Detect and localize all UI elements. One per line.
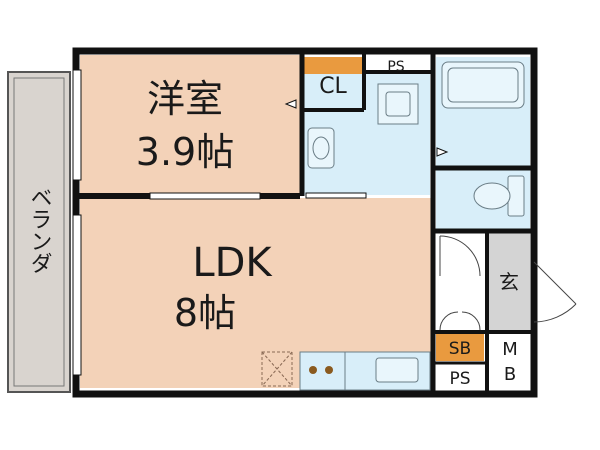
hall-area [436, 233, 486, 330]
entrance-area [488, 233, 530, 330]
entrance-label: 玄 [499, 270, 519, 294]
sliding-door-western [149, 192, 261, 200]
window-western [72, 69, 82, 181]
western-room-name: 洋室 [147, 77, 223, 121]
fridge-x-2 [261, 351, 293, 387]
ps-bottom-area [436, 364, 484, 390]
washer-space-icon [307, 127, 335, 169]
entrance-door-leaf [533, 261, 577, 305]
bathtub-inner-icon [447, 67, 519, 103]
ps-bottom-label: PS [449, 369, 470, 389]
wash-basin-icon [377, 83, 419, 125]
shoe-box-label: SB [449, 339, 471, 359]
bathtub-icon [441, 61, 525, 109]
western-room [80, 55, 302, 195]
entrance-door-swing [533, 303, 577, 323]
ps-top-label: PS [387, 59, 404, 75]
stove-burner-icon [309, 366, 317, 374]
balcony-label: ベランダ [27, 186, 52, 274]
wash-basin-bowl-icon [385, 91, 411, 117]
closet-door-swing-2 [461, 311, 481, 331]
sink-icon [375, 357, 419, 383]
balcony-area [7, 71, 71, 393]
stove-burner-icon-2 [325, 366, 333, 374]
shoe-box-area [436, 333, 484, 361]
closet-door-swing-1 [439, 311, 459, 331]
ldk-room-name: LDK [192, 240, 273, 286]
meter-box-area [488, 333, 530, 390]
hall-door-swing [439, 235, 481, 277]
ps-top-area [370, 57, 430, 71]
closet-label: CL [319, 74, 347, 99]
fridge-space [261, 351, 293, 387]
toilet-bowl-icon [473, 182, 511, 210]
meter-box-label-m: M [502, 339, 518, 360]
door-arrow-icon-2 [436, 147, 449, 157]
washer-drum-icon [312, 136, 330, 160]
ldk-room-size: 8帖 [174, 291, 236, 335]
western-room-size: 3.9帖 [136, 130, 234, 174]
balcony-rail [13, 77, 65, 387]
meter-box-label-b: B [504, 364, 516, 385]
window-ldk [72, 214, 82, 376]
door-arrow-icon [284, 99, 297, 109]
washroom-door [305, 192, 367, 199]
